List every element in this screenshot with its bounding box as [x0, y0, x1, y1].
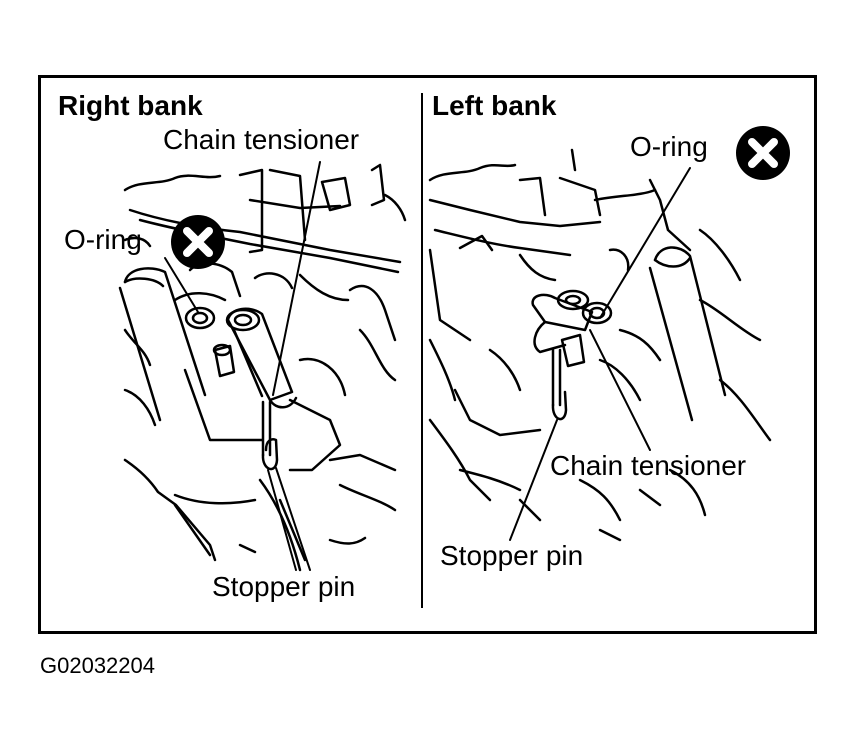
left-o-ring-label: O-ring [630, 131, 708, 162]
left-stopper-pin-label: Stopper pin [440, 540, 584, 571]
left-bank-illustration [428, 148, 772, 542]
right-chain-tensioner-label: Chain tensioner [163, 124, 360, 155]
diagram-frame [38, 75, 817, 634]
right-o-ring-label: O-ring [64, 224, 142, 255]
circled-x-icon [736, 126, 790, 180]
left-chain-tensioner-label: Chain tensioner [550, 450, 747, 481]
right-stopper-pin-label: Stopper pin [212, 571, 356, 602]
right-bank-title: Right bank [58, 90, 203, 121]
panel-divider [421, 93, 423, 608]
right-bank-illustration [118, 161, 407, 572]
left-bank-title: Left bank [432, 90, 557, 121]
circled-x-icon [171, 215, 225, 269]
figure-id: G02032204 [40, 653, 155, 678]
